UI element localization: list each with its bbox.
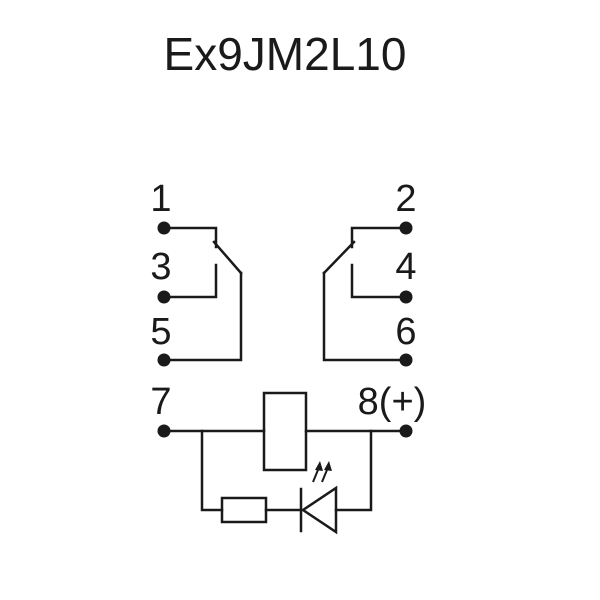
terminal-1 — [157, 221, 171, 235]
pin-3-label: 3 — [150, 246, 171, 288]
light-emission-arrows-icon — [312, 461, 332, 483]
relay-coil — [262, 391, 308, 472]
terminal-2 — [399, 221, 413, 235]
right-contact-set — [322, 226, 408, 362]
terminal-5 — [157, 353, 171, 367]
wire-pin-4 — [350, 263, 408, 299]
left-contact-set — [162, 226, 243, 362]
pin-6-label: 6 — [395, 311, 416, 353]
wire-pin-5 — [162, 271, 243, 362]
terminals — [157, 221, 413, 438]
terminal-4 — [399, 290, 413, 304]
pin-4-label: 4 — [395, 246, 416, 288]
pin-2-label: 2 — [395, 178, 416, 220]
terminal-3 — [157, 290, 171, 304]
right-switch-arm — [322, 240, 356, 275]
wire-pin-1 — [162, 226, 218, 249]
wire-pin-6 — [322, 271, 408, 362]
model-title: Ex9JM2L10 — [164, 28, 407, 80]
terminal-6 — [399, 353, 413, 367]
left-switch-arm — [212, 240, 243, 275]
wire-pin-2 — [350, 226, 408, 249]
led-diode-icon — [299, 485, 338, 535]
resistor — [220, 496, 268, 524]
terminal-8 — [399, 424, 413, 438]
terminal-7 — [157, 424, 171, 438]
pin-8-label: 8(+) — [358, 381, 427, 423]
wire-indicator-left — [200, 429, 224, 512]
pin-5-label: 5 — [150, 311, 171, 353]
pin-7-label: 7 — [150, 381, 171, 423]
coil-circuit — [162, 391, 408, 535]
wire-pin-3 — [162, 263, 218, 299]
wire-indicator-right — [334, 429, 373, 512]
pin-1-label: 1 — [150, 178, 171, 220]
